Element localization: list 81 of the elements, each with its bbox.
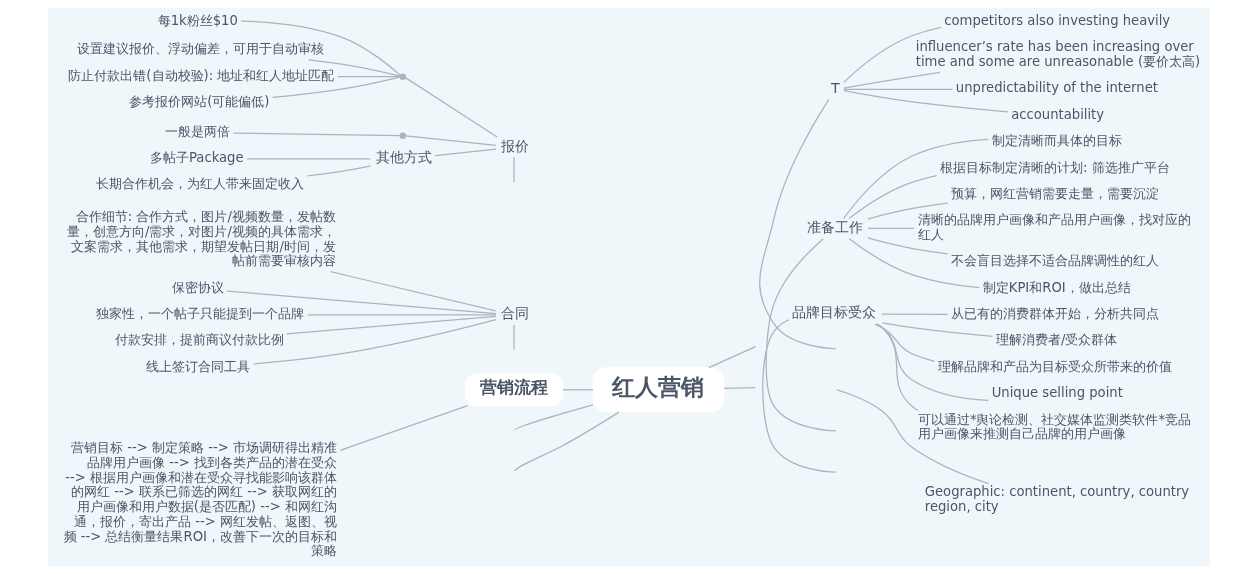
node-box: 红人营销 <box>592 367 724 413</box>
connector <box>848 238 980 289</box>
node-text: 不会盲目选择不适合品牌调性的红人 <box>950 253 1159 269</box>
connector <box>842 88 953 90</box>
node-text: 制定清晰而具体的目标 <box>991 133 1122 149</box>
connector <box>307 59 400 77</box>
connector <box>866 227 915 230</box>
connector <box>873 323 935 363</box>
node-text: 线上签订合同工具 <box>145 358 250 374</box>
connector <box>835 389 989 485</box>
node-text: 合同 <box>500 305 529 322</box>
node-text: accountability <box>1010 106 1104 122</box>
connector <box>881 322 993 337</box>
connector <box>329 271 496 312</box>
connector <box>336 76 401 78</box>
node-text: 预算，网红营销需要走量，需要沉淀 <box>950 185 1159 201</box>
connector <box>339 405 468 451</box>
connector <box>758 98 836 350</box>
connector <box>252 318 497 365</box>
node-text: unpredictability of the internet <box>955 80 1158 96</box>
node-text: 多帖子Package <box>149 150 244 166</box>
connector <box>306 165 371 177</box>
connector <box>246 158 371 160</box>
connector <box>561 389 594 391</box>
connector <box>842 26 942 83</box>
connector <box>722 387 756 390</box>
node-text: 一般是两倍 <box>164 123 230 139</box>
connector <box>514 411 620 472</box>
connector <box>707 345 756 369</box>
node-text: 保密协议 <box>171 279 224 295</box>
node-text: 理解消费者/受众群体 <box>995 332 1117 348</box>
node-text: 参考报价网站(可能偏低) <box>128 94 269 110</box>
node-box: 营销流程 <box>464 373 563 407</box>
connector <box>512 324 515 351</box>
connector <box>842 90 1009 113</box>
connector <box>842 138 989 219</box>
connector <box>866 237 948 255</box>
node-text: 营销目标 --> 制定策略 --> 市场调研得出精准品牌用户画像 --> 找到各类产品的潜在受众 --> 根据用户画像和潜在受众寻找能影响该群体的网红 --> 联系已筛选的网红 --> 获取网红的用户画像和用户数据(是否匹配) --> 和网红沟通，报价，寄出产品 --> 网红发帖、返图、视频 --> 总结衡量结果ROI，改善下一次的目标和策略 <box>63 440 337 559</box>
connector <box>232 132 400 137</box>
node-text: 品牌目标受众 <box>791 304 876 321</box>
node-text: Unique selling point <box>991 385 1123 401</box>
node-point <box>399 73 406 80</box>
node-text: Geographic: continent, country, country region, city <box>924 484 1189 515</box>
connector <box>765 238 836 432</box>
node-text: 可以通过*舆论检测、社交媒体监测类软件*竞品用户画像来推测自己品牌的用户画像 <box>917 411 1191 442</box>
node-text: 从已有的消费群体开始，分析共同点 <box>950 306 1159 322</box>
connector <box>876 323 919 412</box>
node-text: 其他方式 <box>375 149 432 166</box>
node-text: 报价 <box>500 137 529 154</box>
connector <box>285 315 497 335</box>
connector <box>512 156 515 183</box>
node-text: 长期合作机会，为红人带来固定收入 <box>95 176 304 192</box>
node-text: influencer’s rate has been increasing over time and some are unreasonable (要价太高) <box>915 39 1200 70</box>
connector <box>225 290 497 315</box>
node-text: 防止付款出错(自动校验): 地址和红人地址匹配 <box>67 67 334 83</box>
node-text: 理解品牌和产品为目标受众所带来的价值 <box>937 358 1172 374</box>
node-text: 付款安排，提前商议付款比例 <box>114 332 284 348</box>
connector <box>880 313 949 316</box>
node-text: 清晰的品牌用户画像和产品用户画像，找对应的红人 <box>917 212 1191 243</box>
node-text: 合作细节: 合作方式，图片/视频数量，发帖数量，创意方向/需求，对图片/视频的具体需求，文案需求，其他需求，期望发帖日期/时间，发帖前需要审核内容 <box>66 209 336 269</box>
node-text: 设置建议报价、浮动偏差，可用于自动审核 <box>76 41 324 57</box>
connector <box>271 76 400 98</box>
node-text: 准备工作 <box>806 218 863 235</box>
connector <box>404 77 498 138</box>
connector <box>514 404 594 431</box>
node-text: competitors also investing heavily <box>943 12 1170 28</box>
connector <box>875 323 989 401</box>
connector <box>842 71 941 89</box>
connector <box>761 319 836 473</box>
connector <box>240 20 401 76</box>
node-text: 根据目标制定清晰的计划: 筛选推广平台 <box>939 159 1170 175</box>
connector <box>848 174 937 219</box>
connector <box>434 148 497 157</box>
connector <box>404 135 496 147</box>
node-point <box>399 132 406 139</box>
connector <box>866 202 948 220</box>
connector <box>306 314 497 316</box>
node-text: 独家性，一个帖子只能提到一个品牌 <box>95 306 304 322</box>
node-text: T <box>830 79 840 96</box>
node-text: 制定KPI和ROI，做出总结 <box>982 279 1131 295</box>
node-text: 每1k粉丝$10 <box>157 12 238 28</box>
